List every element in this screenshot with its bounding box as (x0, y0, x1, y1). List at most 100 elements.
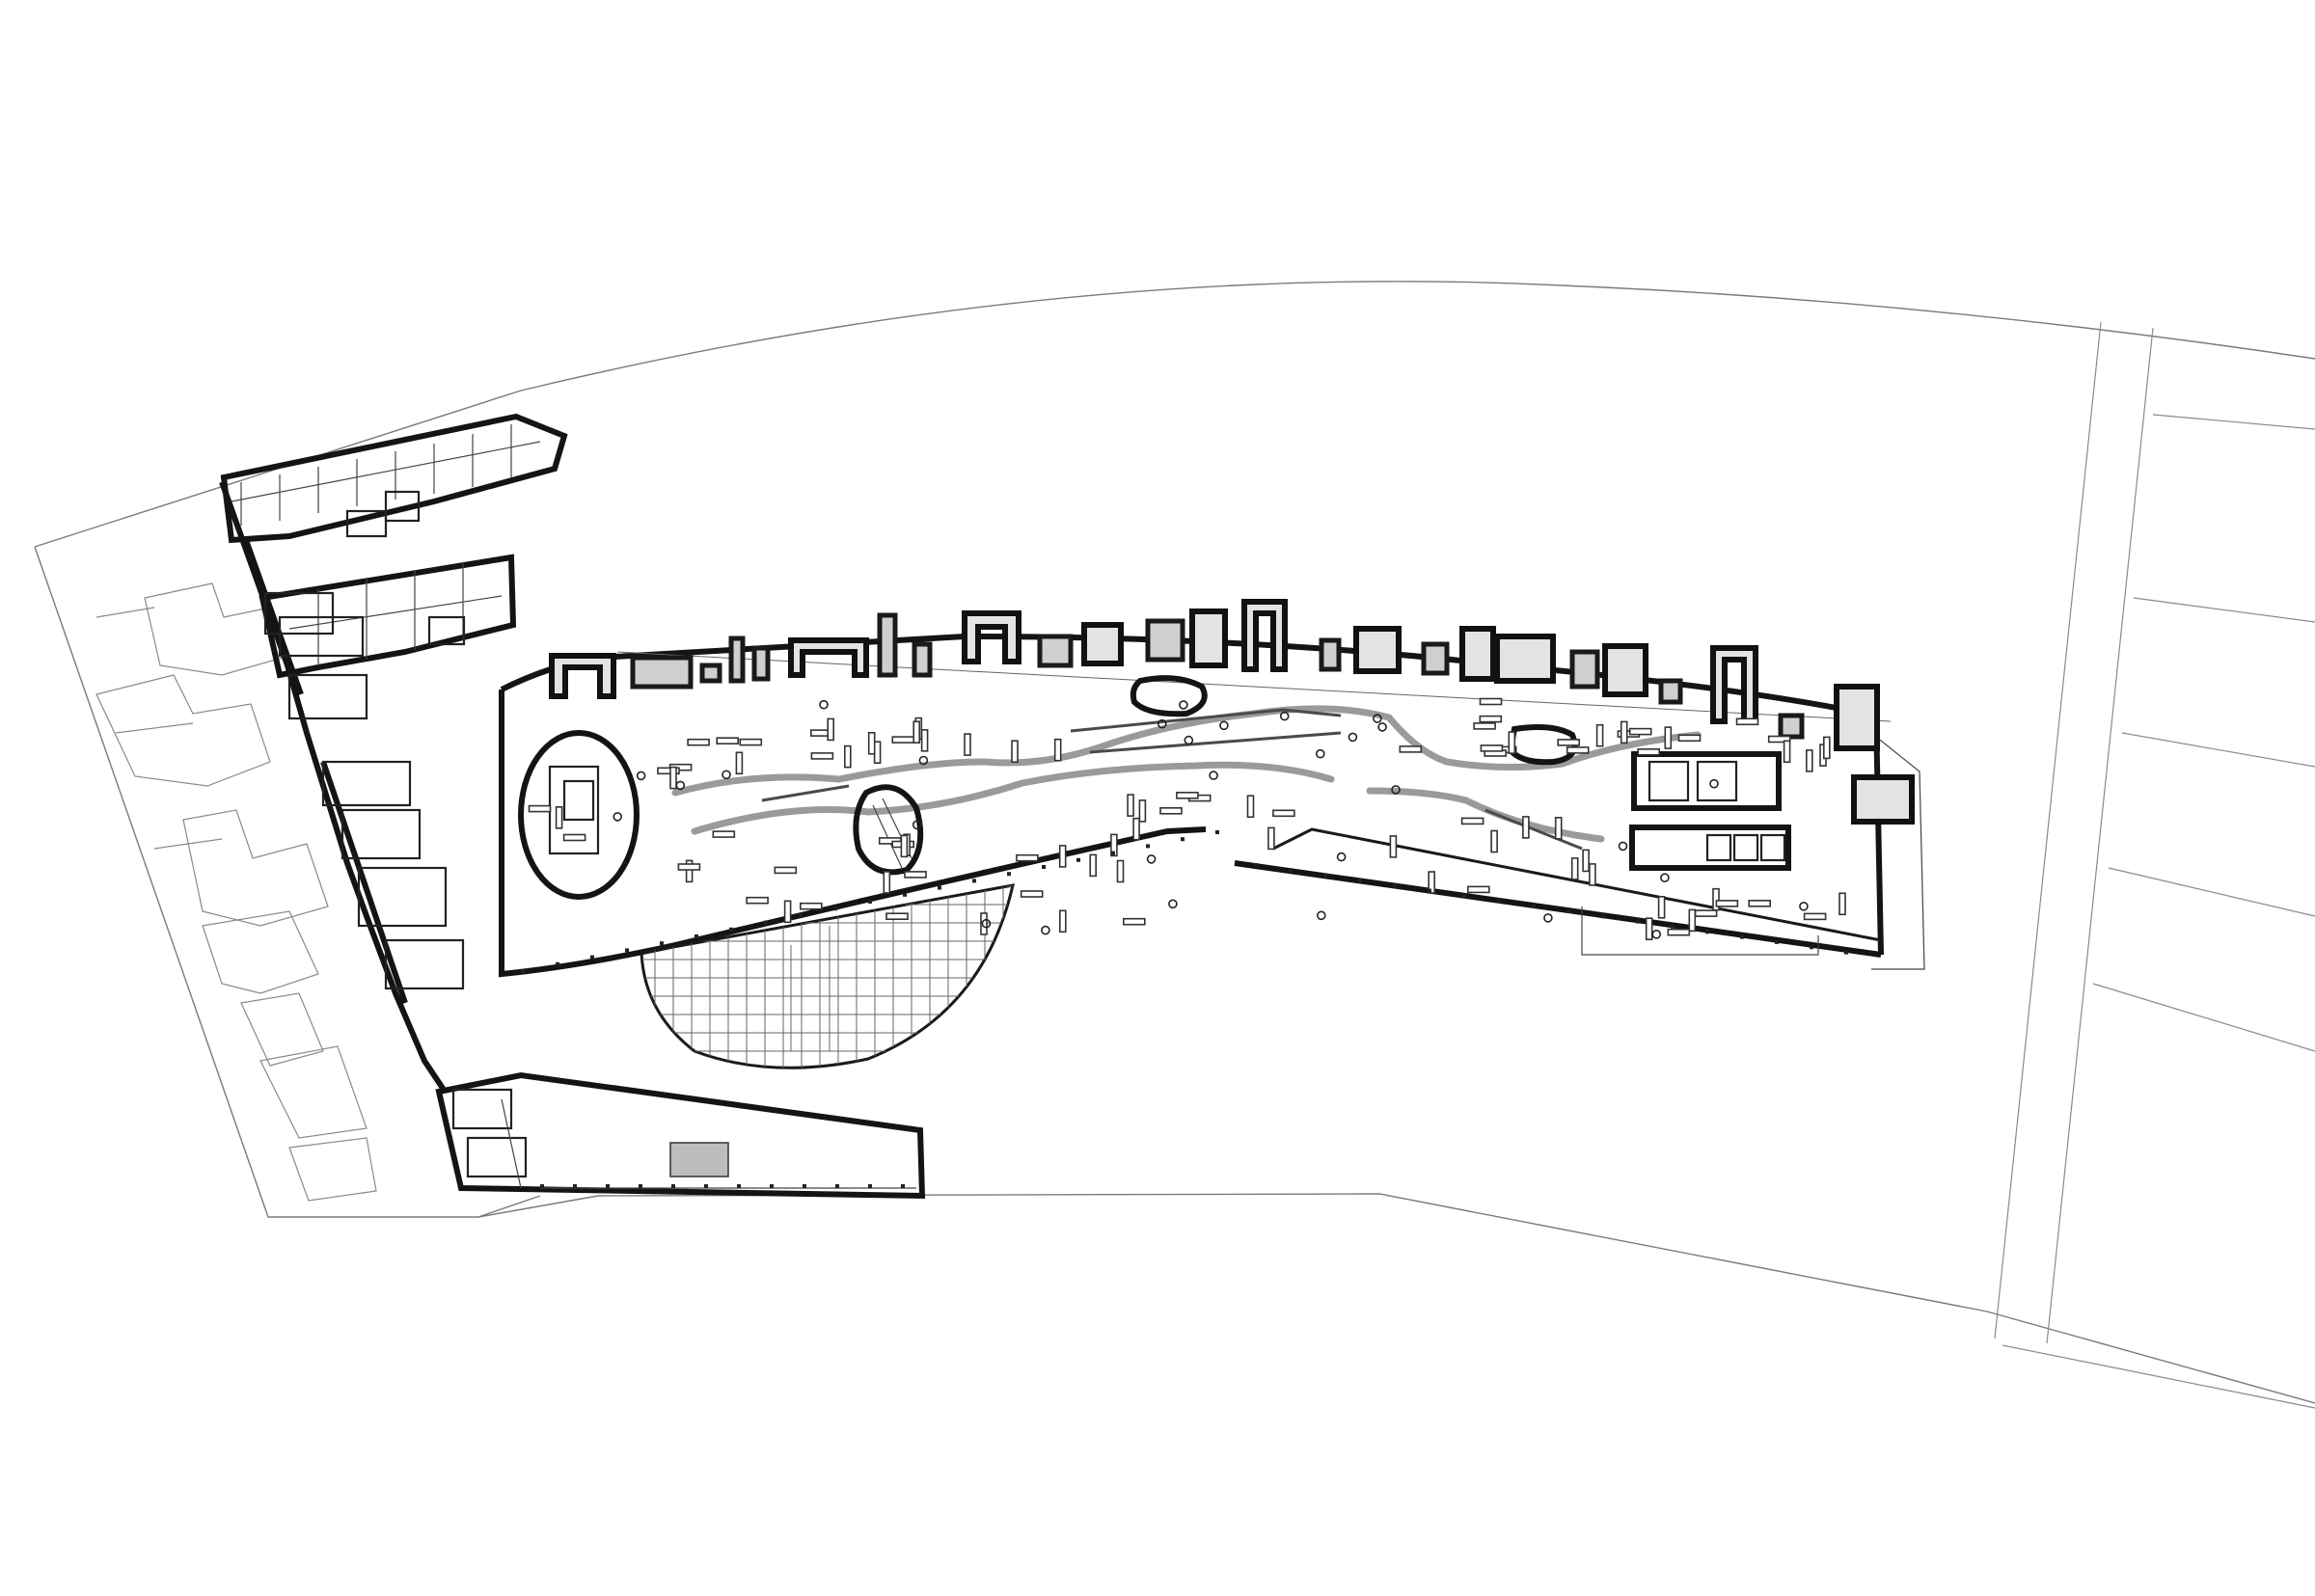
shelving-unit (1554, 816, 1563, 840)
round-table (1179, 700, 1188, 710)
adjacent-lots (1994, 321, 2315, 1409)
column (639, 1184, 642, 1188)
feature-rooms (518, 675, 1578, 900)
column (1775, 939, 1779, 944)
shelving-unit (1399, 745, 1423, 753)
shelving-unit (1570, 857, 1579, 880)
shelving-unit (1110, 833, 1118, 857)
column (868, 1184, 872, 1188)
column (1462, 894, 1466, 898)
column (1740, 934, 1744, 939)
shelving-unit (1589, 863, 1596, 886)
column (1076, 857, 1080, 862)
shelving-unit (1645, 917, 1653, 941)
round-table (1377, 722, 1387, 732)
column (770, 1184, 774, 1188)
column (1111, 851, 1115, 855)
column (694, 934, 698, 938)
circulation-path (671, 705, 1702, 851)
shelving-unit (1011, 740, 1019, 764)
column (903, 892, 907, 897)
column (1810, 945, 1813, 950)
shelving-unit (746, 896, 769, 905)
round-table (613, 812, 623, 822)
round-table (722, 770, 731, 780)
shelving-unit (1783, 740, 1791, 764)
shelving-unit (843, 744, 852, 769)
shelving-unit (1272, 809, 1295, 818)
column (573, 1184, 577, 1188)
office-spine-west (219, 480, 465, 1092)
shelving-unit (677, 863, 701, 871)
shelving-unit (1020, 890, 1044, 898)
shelving-unit (1566, 746, 1590, 754)
round-table (636, 771, 646, 781)
core-towers (549, 599, 1880, 751)
shelving-unit (1428, 871, 1435, 894)
shelving-unit (891, 736, 915, 744)
shelving-unit (900, 834, 909, 858)
shelving-unit (1480, 744, 1504, 752)
annex-south (435, 1071, 926, 1200)
shelving-unit (1123, 917, 1146, 926)
shelving-unit (799, 902, 823, 910)
column (1566, 909, 1570, 913)
column (938, 885, 941, 890)
column (764, 920, 768, 925)
column (1146, 844, 1150, 849)
shelving-unit (1127, 794, 1134, 817)
round-table (1317, 910, 1326, 921)
column (1215, 830, 1219, 834)
column (1323, 873, 1327, 878)
shelving-unit (739, 738, 763, 746)
shelving-unit (1460, 817, 1484, 825)
shelving-unit (1138, 799, 1147, 823)
round-table (1168, 899, 1178, 909)
column (835, 1184, 839, 1188)
shelving-unit (964, 733, 971, 756)
column (1671, 924, 1675, 929)
neighbour-buildings-west (95, 582, 377, 1202)
shelving-unit (980, 912, 988, 935)
column (901, 1184, 905, 1188)
shelving-unit (1267, 826, 1275, 851)
shelving-unit (1389, 835, 1398, 858)
shelving-unit (1620, 720, 1628, 744)
column (1181, 837, 1185, 842)
shelving-unit (735, 751, 744, 775)
shelving-unit (827, 717, 835, 742)
shelving-unit (1657, 895, 1666, 919)
office-wing-north (220, 413, 568, 544)
shelving-unit (1508, 731, 1516, 754)
shelving-unit (1806, 749, 1813, 772)
shelving-unit (716, 737, 740, 745)
shelving-unit (1595, 723, 1604, 747)
shelving-unit (1803, 912, 1827, 921)
column (1532, 904, 1536, 908)
round-table (1184, 735, 1194, 745)
shelving-unit (1688, 908, 1697, 933)
column (660, 941, 664, 946)
round-table (1799, 901, 1809, 911)
column (1042, 865, 1046, 869)
shelving-unit (1582, 849, 1590, 873)
round-table (1316, 748, 1325, 759)
column (1289, 868, 1293, 873)
skylight-grid (640, 883, 1015, 1069)
round-table (1158, 718, 1167, 729)
shelving-unit (1677, 734, 1702, 743)
shelving-unit (687, 738, 710, 746)
column (833, 906, 837, 911)
column (1601, 914, 1605, 919)
shelving-unit (1715, 900, 1739, 907)
column (704, 1184, 708, 1188)
round-table (912, 820, 922, 830)
office-wing-middle (259, 554, 517, 679)
shelving-unit (1467, 885, 1490, 894)
column (1393, 883, 1397, 888)
column (1358, 879, 1362, 882)
shelving-unit (712, 830, 736, 838)
shelving-unit (783, 900, 792, 924)
shelving-unit (1667, 928, 1691, 936)
shelving-unit (904, 871, 927, 879)
